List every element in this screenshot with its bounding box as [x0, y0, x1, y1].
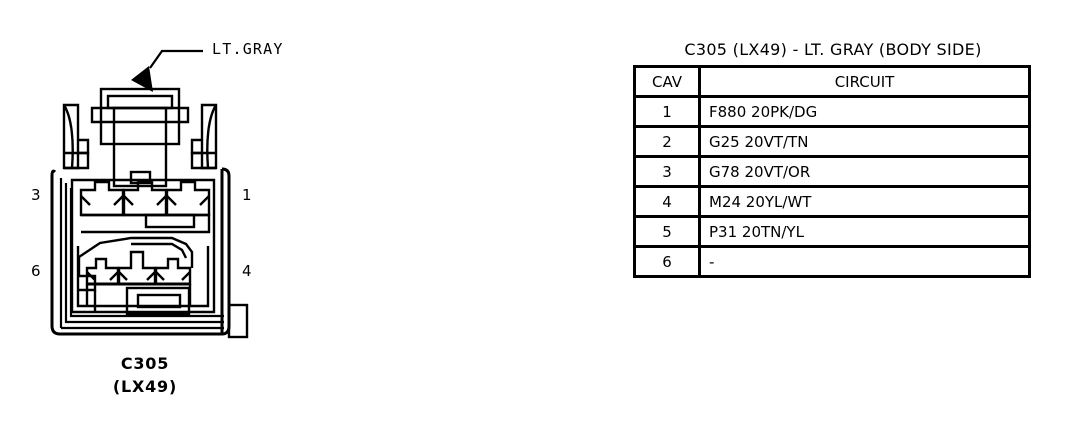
table-row: 2 G25 20VT/TN — [633, 125, 1031, 158]
cell-circuit: M24 20YL/WT — [698, 185, 1031, 218]
cell-circuit: P31 20TN/YL — [698, 215, 1031, 248]
cell-cav: 6 — [633, 245, 701, 278]
terminal-row-lower — [79, 250, 192, 316]
cell-circuit: G78 20VT/OR — [698, 155, 1031, 188]
cell-cav: 4 — [633, 185, 701, 218]
cell-circuit: - — [698, 245, 1031, 278]
cell-cav: 1 — [633, 95, 701, 128]
connector-caption-code: (LX49) — [112, 377, 178, 397]
table-row: 5 P31 20TN/YL — [633, 215, 1031, 248]
cell-cav: 5 — [633, 215, 701, 248]
callout-label-lt-gray: LT.GRAY — [212, 40, 284, 58]
table-row: 3 G78 20VT/OR — [633, 155, 1031, 188]
cavity-number-4: 4 — [242, 262, 252, 280]
cavity-number-6: 6 — [31, 262, 41, 280]
column-header-cav: CAV — [633, 65, 701, 98]
connector-drawing — [50, 49, 249, 339]
circuit-table-panel: C305 (LX49) - LT. GRAY (BODY SIDE) CAV C… — [633, 40, 1031, 278]
terminal-row-upper — [79, 180, 211, 234]
connector-caption: C305 (LX49) — [60, 352, 230, 398]
connector-figure: LT.GRAY 3 1 6 4 C305 (LX49) — [0, 0, 340, 432]
cell-cav: 2 — [633, 125, 701, 158]
column-header-circuit: CIRCUIT — [698, 65, 1031, 98]
cavity-number-3: 3 — [31, 186, 41, 204]
connector-keying-rib — [77, 236, 194, 276]
connector-inner-frame — [70, 178, 216, 314]
table-title: C305 (LX49) - LT. GRAY (BODY SIDE) — [684, 40, 982, 59]
circuit-table-body: 1 F880 20PK/DG 2 G25 20VT/TN 3 G78 20VT/… — [633, 95, 1031, 278]
cell-circuit: G25 20VT/TN — [698, 125, 1031, 158]
table-header-row: CAV CIRCUIT — [633, 65, 1031, 98]
connector-latch-tab — [227, 303, 249, 339]
circuit-table: CAV CIRCUIT 1 F880 20PK/DG 2 G25 20VT/TN… — [633, 65, 1031, 278]
table-row: 6 - — [633, 245, 1031, 278]
callout-leader-line — [149, 49, 203, 69]
cavity-number-1: 1 — [242, 186, 252, 204]
connector-outer-shell — [50, 167, 231, 336]
cell-cav: 3 — [633, 155, 701, 188]
connector-latch-housing — [90, 87, 190, 188]
callout-arrowhead — [131, 66, 153, 92]
connector-side-wings — [62, 103, 218, 170]
connector-caption-name: C305 — [120, 354, 170, 373]
table-row: 4 M24 20YL/WT — [633, 185, 1031, 218]
table-row: 1 F880 20PK/DG — [633, 95, 1031, 128]
cell-circuit: F880 20PK/DG — [698, 95, 1031, 128]
